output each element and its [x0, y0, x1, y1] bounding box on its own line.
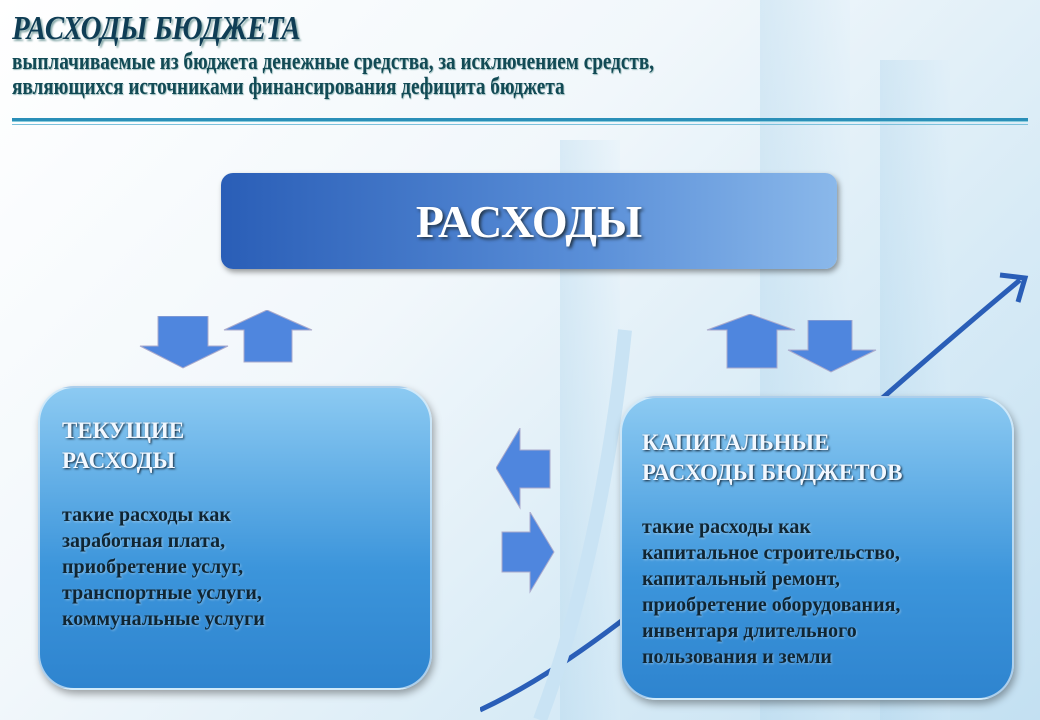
capital-expenses-box: КАПИТАЛЬНЫЕ РАСХОДЫ БЮДЖЕТОВ такие расхо…	[620, 396, 1014, 700]
arrow-right-icon	[501, 512, 555, 594]
arrow-left-icon	[496, 428, 551, 510]
arrow-up-icon	[223, 310, 313, 363]
capital-expenses-text: такие расходы как капитальное строительс…	[642, 514, 1012, 670]
capital-expenses-heading: КАПИТАЛЬНЫЕ РАСХОДЫ БЮДЖЕТОВ	[642, 428, 1012, 488]
page-title: РАСХОДЫ БЮДЖЕТА	[12, 10, 301, 47]
text-line: такие расходы как	[642, 516, 811, 538]
expenses-main-box: РАСХОДЫ	[221, 173, 837, 269]
arrow-up-icon	[706, 314, 796, 369]
text-line: приобретение услуг,	[62, 556, 244, 578]
text-line: транспортные услуги,	[62, 582, 262, 604]
arrow-down-icon	[787, 320, 877, 373]
text-line: приобретение оборудования,	[642, 594, 901, 616]
subtitle-line: являющихся источниками финансирования де…	[12, 74, 565, 100]
text-line: капитальный ремонт,	[642, 568, 840, 590]
current-expenses-box: ТЕКУЩИЕ РАСХОДЫ такие расходы как зарабо…	[38, 386, 432, 690]
text-line: инвентаря длительного	[642, 620, 857, 642]
subtitle-line: выплачиваемые из бюджета денежные средст…	[12, 49, 654, 75]
text-line: капитальное строительство,	[642, 542, 900, 564]
text-line: коммунальные услуги	[62, 608, 265, 630]
current-expenses-text: такие расходы как заработная плата, прио…	[62, 502, 430, 632]
subtitle: выплачиваемые из бюджета денежные средст…	[12, 50, 654, 100]
arrow-down-icon	[139, 316, 229, 369]
heading-line: РАСХОДЫ БЮДЖЕТОВ	[642, 460, 903, 485]
text-line: такие расходы как	[62, 504, 231, 526]
current-expenses-heading: ТЕКУЩИЕ РАСХОДЫ	[62, 416, 430, 476]
divider	[12, 124, 1028, 125]
divider	[12, 118, 1028, 122]
heading-line: КАПИТАЛЬНЫЕ	[642, 430, 830, 455]
text-line: пользования и земли	[642, 646, 832, 668]
heading-line: РАСХОДЫ	[62, 448, 176, 473]
heading-line: ТЕКУЩИЕ	[62, 418, 185, 443]
text-line: заработная плата,	[62, 530, 226, 552]
main-box-label: РАСХОДЫ	[415, 195, 643, 247]
